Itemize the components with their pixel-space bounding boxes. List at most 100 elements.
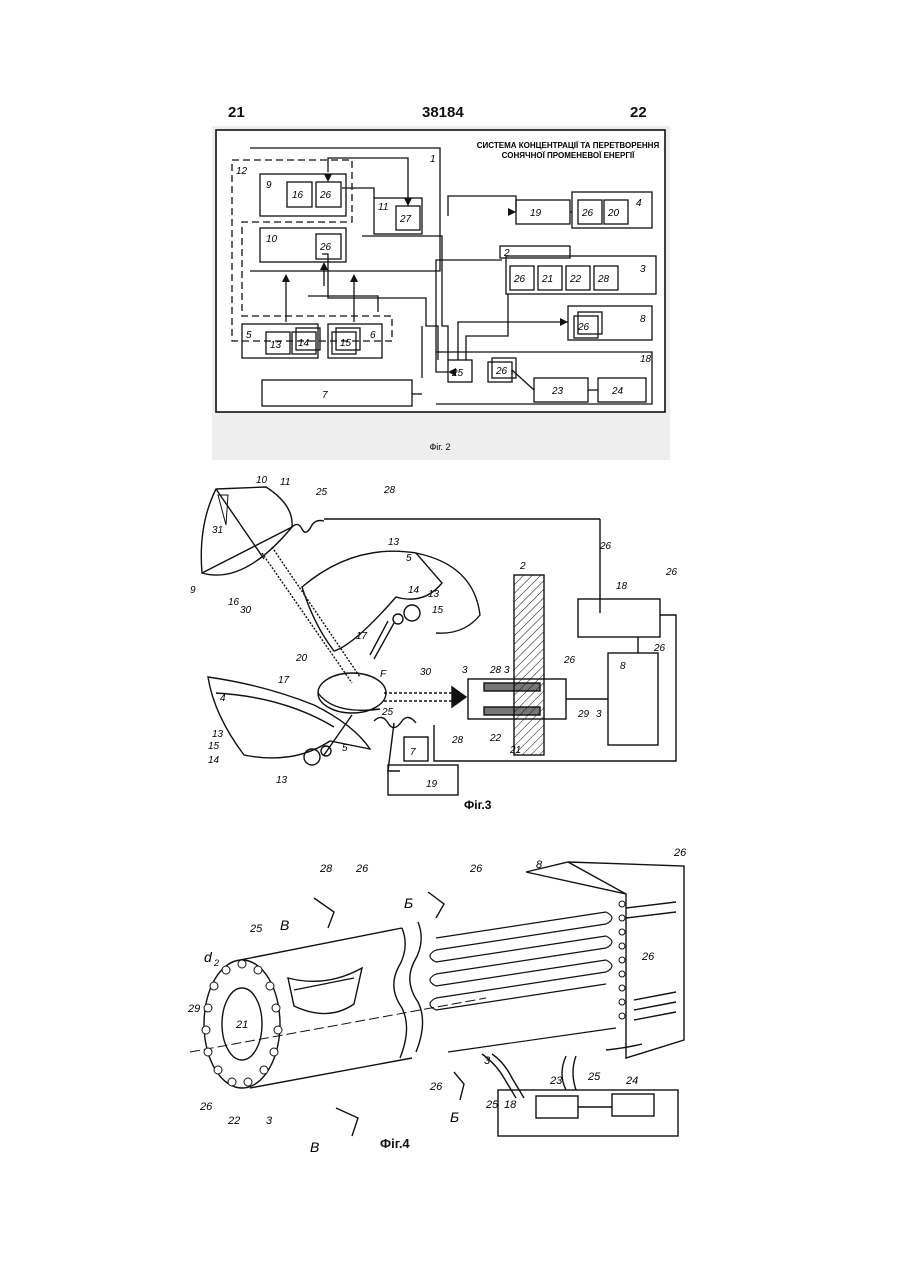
fig4-label: 26 [673,847,687,859]
fig3-label: 28 [451,735,464,746]
fig2-label: 7 [322,390,328,401]
fig4-section-label: В [310,1139,319,1155]
fig3-label: 31 [212,525,223,536]
page-number-left: 21 [228,104,245,121]
fig4-label: 29 [187,1003,200,1015]
fig3-label: 11 [280,477,290,488]
fig3-label: 5 [406,553,412,564]
fig2-label: 26 [319,190,332,201]
fig3-label: 30 [240,605,252,616]
fig3-label: 3 [462,665,468,676]
fig4-label: 18 [504,1099,517,1111]
patent-number: 38184 [422,104,464,121]
fig4-absorber-drawing: 26 8 26 28 26 В Б d 2 25 29 21 26 26 22 … [186,828,690,1158]
fig3-label: 15 [432,605,444,616]
fig3-label: 20 [295,653,308,664]
fig2-label: 26 [581,208,594,219]
fig4-label: 3 [266,1115,273,1127]
fig3-label: 13 [276,775,288,786]
fig3-label: 19 [426,779,438,790]
fig2-label: 24 [611,386,624,397]
fig3-label: 26 [665,567,678,578]
fig4-label: 23 [549,1075,563,1087]
fig4-label: 25 [249,923,263,935]
fig3-label: 10 [256,475,268,486]
fig4-label: 26 [429,1081,443,1093]
fig4-label: 26 [355,863,369,875]
fig2-label: 25 [451,368,464,379]
fig2-label: 15 [340,338,352,349]
fig4-label: 22 [227,1115,240,1127]
fig2-label: 1 [430,154,436,165]
fig2-label: 20 [607,208,620,219]
fig2-label: 13 [270,340,282,351]
fig3-concentrator-drawing: 10 11 25 28 31 9 16 13 5 14 13 15 30 17 … [184,465,688,821]
fig3-label: 18 [616,581,628,592]
fig3-label: F [380,669,387,680]
fig2-label: 18 [640,354,652,365]
fig2-label: 8 [640,314,646,325]
fig2-label: 9 [266,180,272,191]
fig3-label: 21 [509,745,521,756]
fig4-label: 25 [485,1099,499,1111]
fig2-label: 23 [551,386,564,397]
fig2-label: 16 [292,190,304,201]
fig4-label: 2 [213,958,219,968]
fig3-label: 13 [212,729,224,740]
fig2-label: 28 [597,274,610,285]
fig2-label: 10 [266,234,278,245]
fig4-label: 24 [625,1075,638,1087]
fig3-label: 25 [315,487,328,498]
fig3-label: 26 [599,541,612,552]
fig3-label: 2 [519,561,526,572]
fig4-section-label: Б [404,895,413,911]
fig2-label: 26 [319,242,332,253]
fig2-label: 22 [569,274,582,285]
fig2-label: 27 [399,214,412,225]
fig3-label: 26 [563,655,576,666]
fig2-label: 3 [640,264,646,275]
fig4-label: 3 [484,1055,491,1067]
fig2-label: 26 [577,322,590,333]
fig3-caption: Фіг.3 [464,798,492,812]
fig2-label: 5 [246,330,252,341]
fig4-label: 8 [536,859,543,871]
fig3-label: 4 [220,693,226,704]
fig3-label: 25 [381,707,394,718]
fig3-label: 13 [388,537,400,548]
fig3-label: 30 [420,667,432,678]
fig2-caption: Фіг. 2 [429,442,450,452]
fig2-label: 26 [513,274,526,285]
fig3-label: 28 [383,485,396,496]
fig2-block-diagram: СИСТЕМА КОНЦЕНТРАЦІЇ ТА ПЕРЕТВОРЕННЯ СОН… [212,126,670,460]
fig4-section-label: В [280,917,289,933]
fig4-label: 26 [641,951,655,963]
fig3-label: 3 [596,709,602,720]
fig3-label: 26 [653,643,666,654]
page-number-right: 22 [630,104,647,121]
fig2-label: 26 [495,366,508,377]
fig3-label: 9 [190,585,196,596]
fig2-label: 6 [370,330,376,341]
fig3-label: 15 [208,741,220,752]
fig2-label: 14 [298,338,310,349]
fig2-label: 12 [236,166,248,177]
fig3-label: 14 [408,585,420,596]
fig2-label: 21 [541,274,553,285]
fig4-label: d [204,949,213,965]
fig4-label: 25 [587,1071,601,1083]
fig3-label: 17 [356,631,368,642]
fig3-label: 28 [489,665,502,676]
fig3-label: 7 [410,747,416,758]
fig2-title-line1: СИСТЕМА КОНЦЕНТРАЦІЇ ТА ПЕРЕТВОРЕННЯ [477,141,660,150]
fig3-label: 13 [428,589,440,600]
fig2-label: 2 [503,248,510,259]
fig3-label: 29 [577,709,590,720]
fig3-label: 8 [620,661,626,672]
fig3-label: 3 [504,665,510,676]
fig4-label: 26 [469,863,483,875]
fig4-caption: Фіг.4 [380,1136,410,1151]
fig3-label: 22 [489,733,502,744]
fig2-title-line2: СОНЯЧНОЇ ПРОМЕНЕВОЇ ЕНЕРГІЇ [502,151,635,160]
fig4-section-label: Б [450,1109,459,1125]
